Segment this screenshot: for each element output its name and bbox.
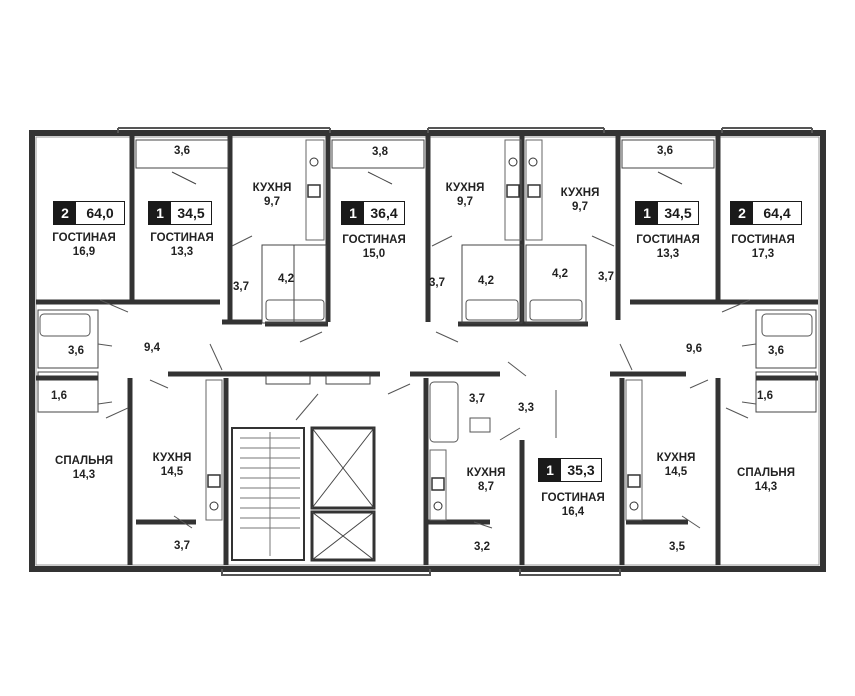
room-area: 9,7 [456, 196, 473, 208]
area-label: 3,5 [669, 541, 685, 553]
room-label: ГОСТИНАЯ 13,3 [150, 231, 214, 259]
apartment-badge: 1 34,5 [148, 201, 212, 225]
apartment-badge: 1 35,3 [538, 458, 602, 482]
room-area: 17,3 [751, 248, 775, 260]
room-area: 14,3 [754, 481, 778, 493]
apartment-badge: 2 64,0 [53, 201, 125, 225]
area-label: 3,7 [174, 540, 190, 552]
room-area: 13,3 [656, 248, 680, 260]
room-name: ГОСТИНАЯ [636, 234, 700, 246]
area-label: 3,7 [598, 271, 614, 283]
rooms-count: 2 [54, 202, 76, 224]
room-area: 9,7 [571, 201, 588, 213]
rooms-count: 1 [149, 202, 171, 224]
area-label: 3,7 [469, 393, 485, 405]
area-label: 3,7 [233, 281, 249, 293]
apartment-area: 35,3 [567, 462, 595, 478]
area-label: 4,2 [552, 268, 568, 280]
area-label: 4,2 [278, 273, 294, 285]
area-label: 9,4 [144, 342, 160, 354]
room-area: 14,5 [160, 466, 184, 478]
room-area: 14,3 [72, 469, 96, 481]
room-label: СПАЛЬНЯ 14,3 [737, 466, 795, 494]
rooms-count: 2 [731, 202, 753, 224]
room-label: КУХНЯ 14,5 [153, 451, 192, 479]
room-area: 8,7 [477, 481, 494, 493]
room-area: 16,4 [561, 506, 585, 518]
area-label: 3,6 [657, 145, 673, 157]
room-label: КУХНЯ 9,7 [253, 181, 292, 209]
area-label: 4,2 [478, 275, 494, 287]
apartment-badge: 1 34,5 [635, 201, 699, 225]
room-name: КУХНЯ [466, 467, 506, 479]
room-name: КУХНЯ [656, 452, 696, 464]
room-label: ГОСТИНАЯ 15,0 [342, 233, 406, 261]
room-label: КУХНЯ 14,5 [657, 451, 696, 479]
room-label: КУХНЯ 8,7 [467, 466, 506, 494]
apartment-area: 34,5 [664, 205, 692, 221]
apartment-badge: 1 36,4 [341, 201, 405, 225]
rooms-count: 1 [342, 202, 364, 224]
room-area: 9,7 [263, 196, 280, 208]
room-label: ГОСТИНАЯ 16,9 [52, 231, 116, 259]
elevator-shaft [310, 510, 376, 562]
room-label: ГОСТИНАЯ 16,4 [541, 491, 605, 519]
room-label: ГОСТИНАЯ 13,3 [636, 233, 700, 261]
area-label: 1,6 [757, 390, 773, 402]
rooms-count: 1 [636, 202, 658, 224]
apartment-area: 36,4 [370, 205, 398, 221]
apartment-area: 34,5 [177, 205, 205, 221]
room-area: 14,5 [664, 466, 688, 478]
area-label: 9,6 [686, 343, 702, 355]
room-name: ГОСТИНАЯ [52, 232, 116, 244]
room-name: КУХНЯ [560, 187, 600, 199]
area-label: 3,6 [68, 345, 84, 357]
rooms-count: 1 [539, 459, 561, 481]
area-label: 3,6 [174, 145, 190, 157]
room-name: ГОСТИНАЯ [541, 492, 605, 504]
apartment-badge: 2 64,4 [730, 201, 802, 225]
room-name: СПАЛЬНЯ [55, 455, 113, 467]
room-area: 16,9 [72, 246, 96, 258]
apartment-area: 64,0 [86, 205, 114, 221]
room-label: ГОСТИНАЯ 17,3 [731, 233, 795, 261]
area-label: 3,8 [372, 146, 388, 158]
room-name: ГОСТИНАЯ [150, 232, 214, 244]
stairwell [231, 427, 305, 561]
room-label: СПАЛЬНЯ 14,3 [55, 454, 113, 482]
area-label: 3,7 [429, 277, 445, 289]
apartment-area: 64,4 [763, 205, 791, 221]
area-label: 3,3 [518, 402, 534, 414]
room-area: 13,3 [170, 246, 194, 258]
room-label: КУХНЯ 9,7 [561, 186, 600, 214]
room-name: КУХНЯ [252, 182, 292, 194]
room-name: ГОСТИНАЯ [731, 234, 795, 246]
area-label: 3,2 [474, 541, 490, 553]
area-label: 1,6 [51, 390, 67, 402]
room-name: КУХНЯ [152, 452, 192, 464]
area-label: 3,6 [768, 345, 784, 357]
room-name: СПАЛЬНЯ [737, 467, 795, 479]
room-name: КУХНЯ [445, 182, 485, 194]
elevator-shaft [310, 426, 376, 510]
room-name: ГОСТИНАЯ [342, 234, 406, 246]
room-area: 15,0 [362, 248, 386, 260]
room-label: КУХНЯ 9,7 [446, 181, 485, 209]
